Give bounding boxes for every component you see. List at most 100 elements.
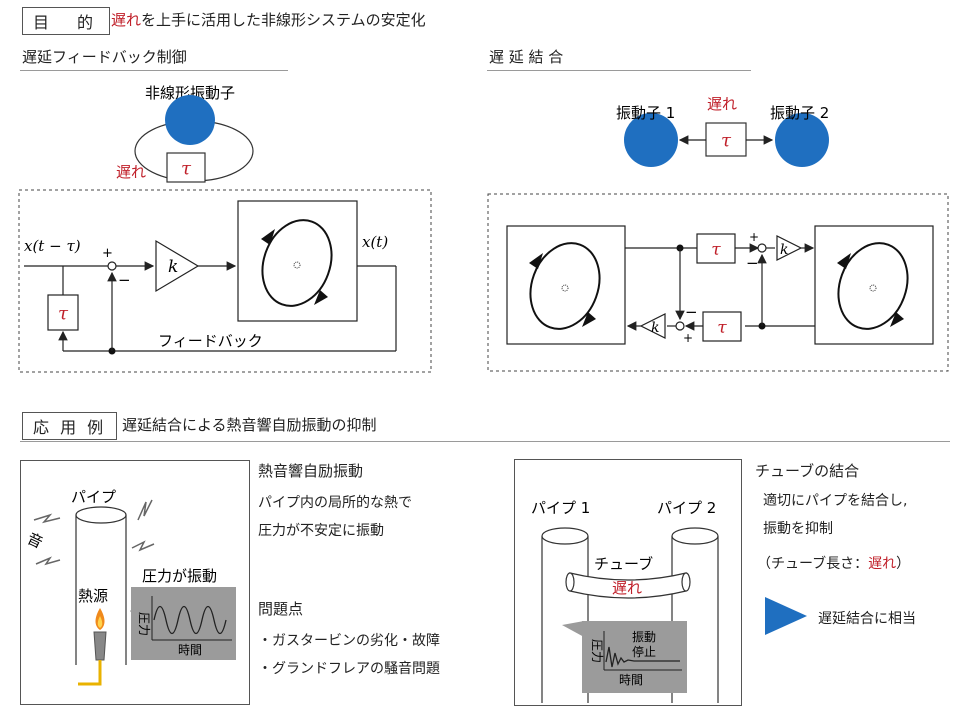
pressure-wave: [153, 605, 227, 635]
gain-k: k: [168, 257, 178, 277]
right-section-title: 遅 延 結 合: [489, 48, 564, 66]
tube-coupling-heading: チューブの結合: [755, 462, 860, 480]
thermoacoustic-desc-1: パイプ内の局所的な熱で: [258, 495, 412, 511]
top-summing-junction: [757, 243, 767, 253]
heat-source-label: 熱源: [78, 587, 108, 605]
pressure-panel: [131, 587, 236, 660]
decayed-wave: [605, 646, 680, 668]
top-delay-tau: τ: [711, 240, 721, 260]
application-title: 遅延結合による熱音響自励振動の抑制: [122, 416, 377, 434]
problem-item-1: ・ガスタービンの劣化・故障: [258, 633, 440, 649]
pipe-label: パイプ: [71, 488, 116, 506]
bottom-gain-k: k: [651, 320, 659, 336]
pipe2-label: パイプ 2: [657, 499, 716, 517]
coupling-block-diagram: τ + − k τ + − k: [487, 193, 949, 372]
note-prefix: （チューブ長さ：: [757, 556, 869, 572]
thermoacoustic-heading: 熱音響自励振動: [258, 462, 364, 480]
fixed-point: [293, 261, 301, 269]
sound-wave-3: [137, 499, 153, 521]
output-signal-label: x(t): [362, 233, 388, 251]
conclusion-text: 遅延結合に相当: [818, 611, 916, 627]
oscillator2-box: [814, 225, 934, 345]
left-title-rule: [20, 70, 288, 71]
cycle-arrow-bottom: [314, 290, 328, 305]
coupled-time-axis: 時間: [619, 673, 643, 687]
stopped-panel: [582, 621, 687, 693]
bottom-gain: [639, 313, 666, 339]
pressure-oscillation-label: 圧力が振動: [142, 567, 217, 585]
tube-length-note: （チューブ長さ：遅れ）: [757, 553, 910, 573]
note-delay-word: 遅れ: [868, 556, 897, 572]
oscillator1-label: 振動子 1: [616, 104, 675, 122]
sound-wave-4: [131, 540, 155, 552]
tube-label: チューブ: [594, 555, 653, 573]
bottom-summing-junction: [675, 321, 685, 331]
top-minus: −: [746, 254, 759, 272]
right-title-rule: [487, 70, 751, 71]
left-section-title: 遅延フィードバック制御: [22, 48, 187, 66]
tube-coupling-desc-2: 振動を抑制: [763, 521, 833, 537]
dashed-frame: [18, 189, 432, 373]
top-gain: [776, 235, 803, 261]
coupling-schematic: 振動子 1 振動子 2 遅れ τ: [616, 95, 829, 167]
delay-box: [166, 152, 206, 183]
thermoacoustic-desc-2: 圧力が不安定に振動: [258, 523, 384, 539]
plus-sign: +: [102, 246, 113, 261]
delay-tau: τ: [181, 158, 192, 179]
feedback-label: フィードバック: [158, 332, 263, 350]
sound-label: 音: [24, 529, 45, 552]
tube-delay-word: 遅れ: [612, 579, 642, 597]
purpose-delay-word: 遅れ: [111, 11, 142, 29]
time-axis-label: 時間: [178, 643, 202, 657]
conclusion-arrow-icon: [765, 597, 807, 635]
pipe2-top: [671, 527, 719, 545]
pressure-axis-label: 圧力: [137, 612, 151, 636]
pipe-illustration: パイプ 音 熱源 圧力が振動 圧力 時間: [20, 460, 250, 705]
oscillator2-label: 振動子 2: [770, 104, 829, 122]
coupling-delay-word: 遅れ: [707, 95, 737, 113]
input-signal-label: x(t − τ): [24, 237, 81, 255]
sound-wave-1: [33, 513, 61, 524]
pipe1-top: [541, 527, 589, 545]
feedback-schematic: 非線形振動子 τ 遅れ: [116, 84, 254, 183]
application-rule: [20, 441, 950, 442]
feedback-delay-tau: τ: [58, 303, 69, 324]
feedback-block-diagram: x(t − τ) x(t) + − k τ フィードバック: [18, 189, 432, 373]
fuel-line: [78, 660, 102, 686]
pipe-frame: [20, 460, 250, 705]
pipe-top: [75, 506, 127, 524]
oscillator-box: [237, 200, 358, 322]
coupling-delay-box: [705, 122, 747, 157]
coupling-dashed-frame: [487, 193, 949, 372]
oscillator-label: 非線形振動子: [145, 84, 235, 102]
top-delay-box: [696, 233, 736, 264]
stopped-label-1: 振動: [632, 630, 656, 644]
problem-item-2: ・グランドフレアの騒音問題: [258, 661, 440, 677]
purpose-tag: 目 的: [22, 7, 111, 35]
purpose-rest: を上手に活用した非線形システムの安定化: [141, 11, 426, 29]
burner: [93, 631, 107, 661]
sound-wave-2: [35, 556, 61, 566]
oscillator1-ball: [624, 113, 678, 167]
bottom-minus: −: [685, 303, 698, 321]
summing-junction: [107, 261, 117, 271]
delay-word: 遅れ: [116, 163, 146, 181]
gain-triangle: [155, 239, 200, 293]
oscillator-ball: [165, 95, 215, 145]
bottom-plus: +: [683, 331, 693, 345]
problems-title: 問題点: [258, 600, 304, 618]
purpose-text: 遅れを上手に活用した非線形システムの安定化: [111, 9, 426, 30]
application-tag: 応 用 例: [22, 412, 118, 440]
top-plus: +: [749, 230, 759, 244]
minus-sign: −: [118, 271, 131, 289]
note-suffix: ）: [896, 556, 911, 572]
coupling-delay-tau: τ: [721, 130, 732, 151]
tube-coupling-desc-1: 適切にパイプを結合し,: [763, 493, 908, 509]
coupled-pressure-axis: 圧力: [590, 639, 604, 663]
coupled-pipes-illustration: パイプ 1 パイプ 2 チューブ 遅れ 圧力 時間 振動 停止: [514, 459, 742, 706]
oscillator2-ball: [775, 113, 829, 167]
pipe1-label: パイプ 1: [531, 499, 590, 517]
top-gain-k: k: [780, 242, 788, 258]
bottom-delay-tau: τ: [717, 318, 727, 338]
